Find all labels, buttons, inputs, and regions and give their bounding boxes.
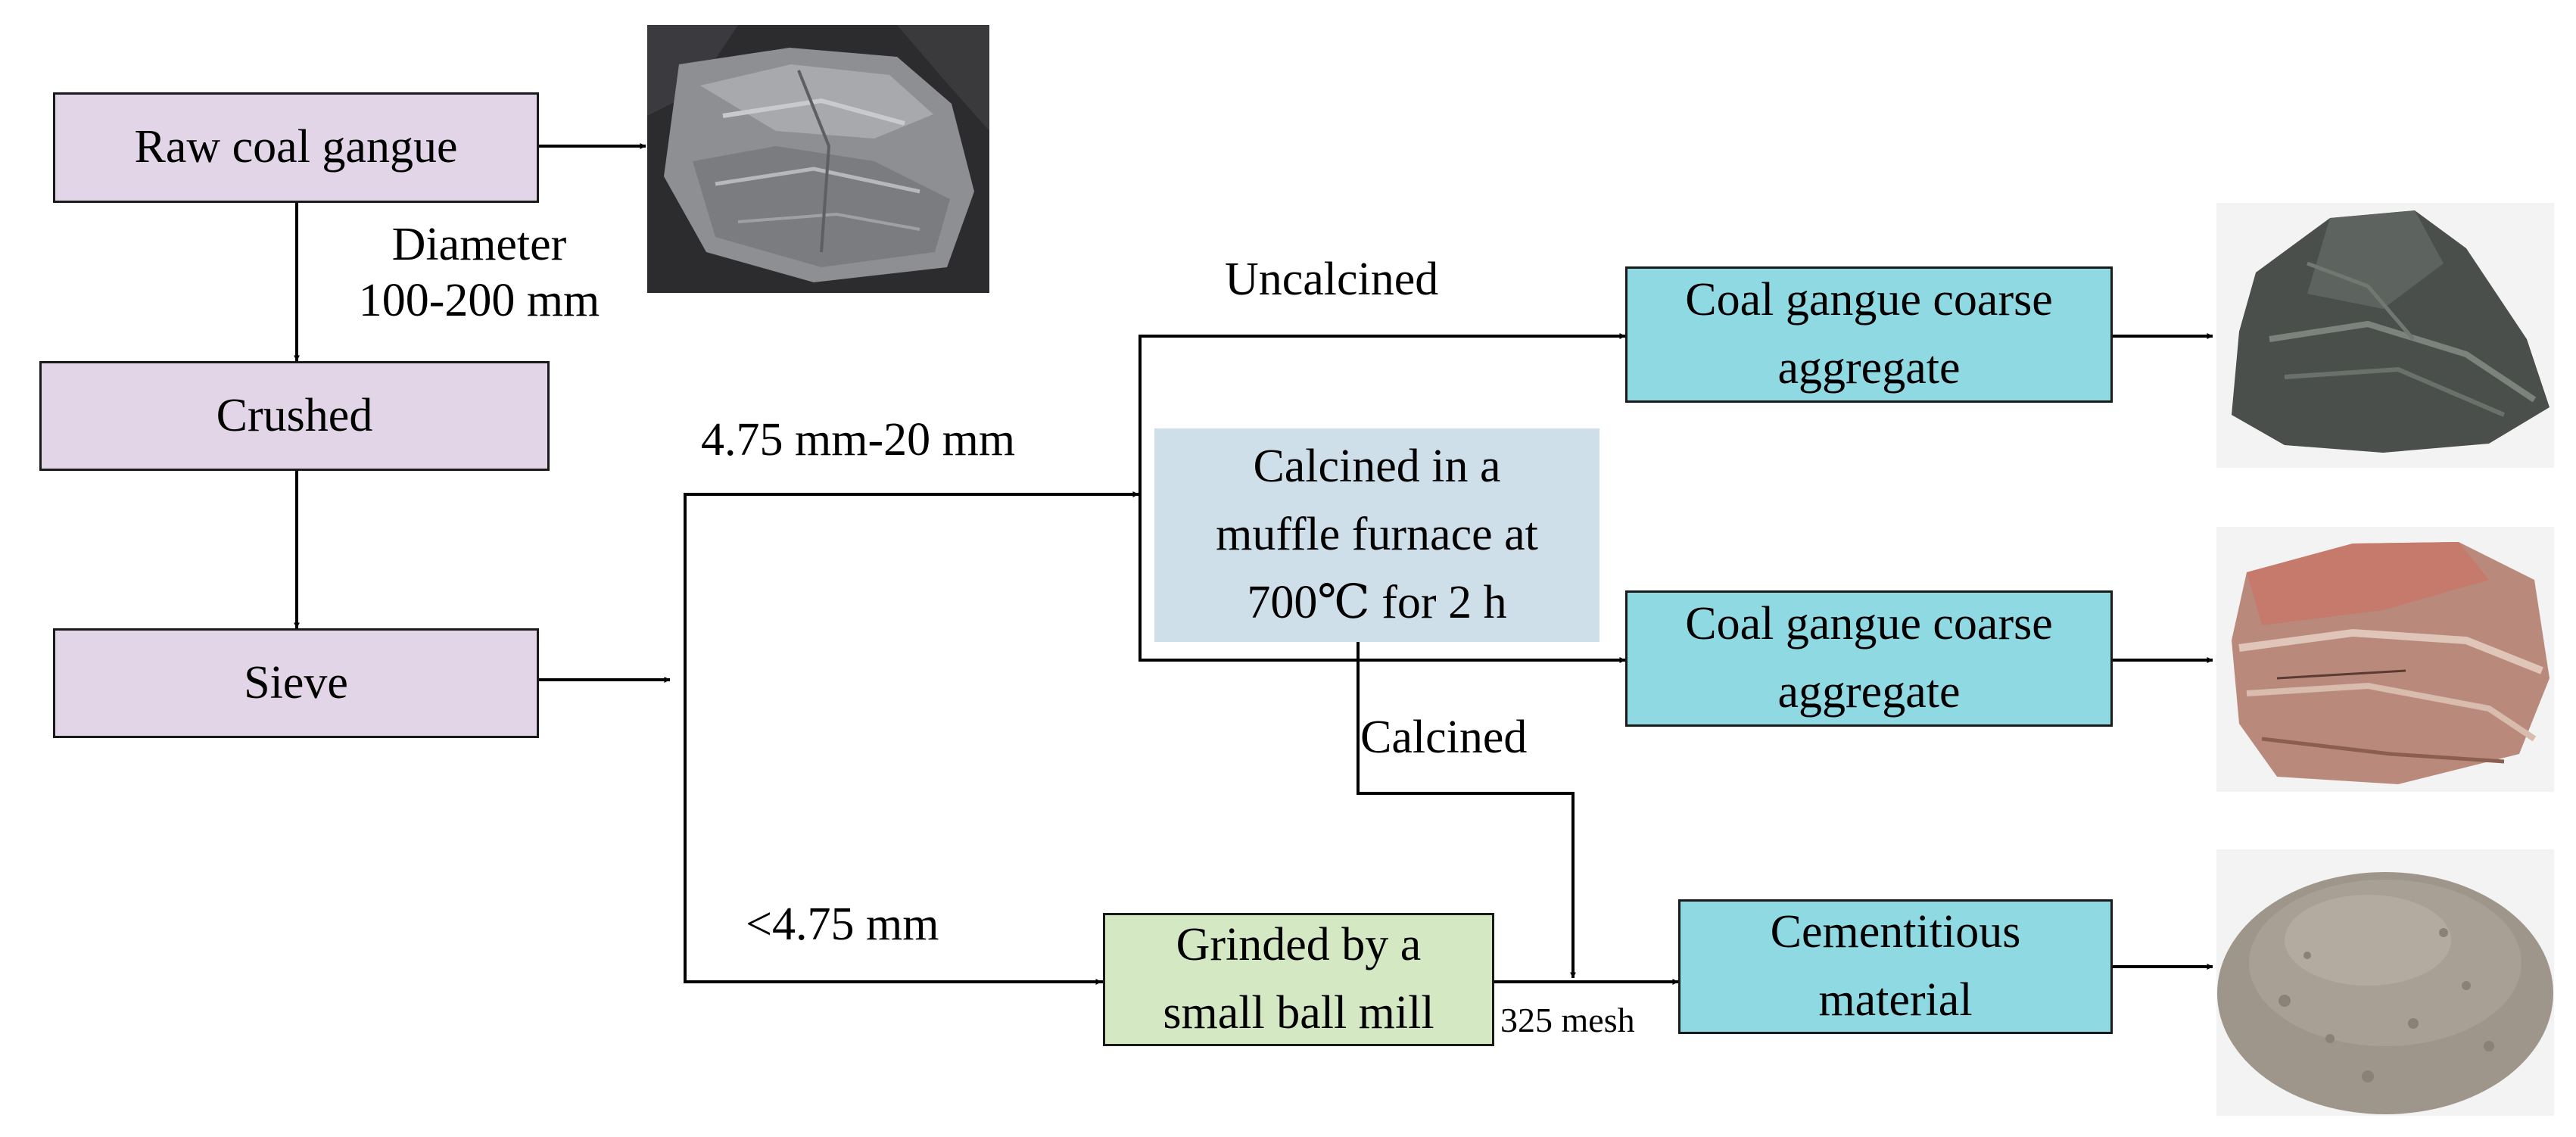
raw-coal-gangue-node: Raw coal gangue (53, 92, 539, 203)
calcined-aggregate-label: Coal gangue coarse aggregate (1685, 598, 2053, 718)
uncalcined-aggregate-label: Coal gangue coarse aggregate (1685, 274, 2053, 394)
calcined-aggregate-node: Coal gangue coarse aggregate (1625, 590, 2113, 727)
connector-sieve-split (684, 493, 1103, 983)
cementitious-powder-photo (2216, 849, 2554, 1116)
calcine-step-node: Calcined in a muffle furnace at 700℃ for… (1154, 428, 1599, 642)
fine-range-label: <4.75 mm (746, 899, 939, 950)
uncalcined-aggregate-photo (2216, 203, 2554, 468)
cementitious-material-label: Cementitious material (1770, 906, 2021, 1026)
coarse-range-label: 4.75 mm-20 mm (701, 414, 1016, 466)
diameter-label: Diameter 100-200 mm (358, 219, 600, 327)
mesh-label: 325 mesh (1500, 1001, 1635, 1039)
raw-coal-gangue-label: Raw coal gangue (134, 121, 458, 173)
connector-uncalcined-calcined (1138, 335, 1624, 662)
sieve-node: Sieve (53, 628, 539, 738)
calcined-aggregate-photo (2216, 527, 2554, 792)
raw-coal-gangue-photo (647, 25, 989, 293)
uncalcined-aggregate-node: Coal gangue coarse aggregate (1625, 266, 2113, 403)
crushed-label: Crushed (216, 389, 373, 441)
sieve-label: Sieve (244, 656, 348, 709)
ball-mill-node: Grinded by a small ball mill (1103, 913, 1494, 1046)
cementitious-material-node: Cementitious material (1678, 899, 2113, 1034)
uncalcined-label: Uncalcined (1225, 254, 1439, 305)
crushed-node: Crushed (39, 361, 550, 471)
ball-mill-label: Grinded by a small ball mill (1163, 919, 1434, 1039)
calcined-label: Calcined (1360, 712, 1528, 763)
calcine-step-label: Calcined in a muffle furnace at 700℃ for… (1216, 441, 1538, 628)
connector-calcined-to-cement (1357, 642, 1576, 979)
